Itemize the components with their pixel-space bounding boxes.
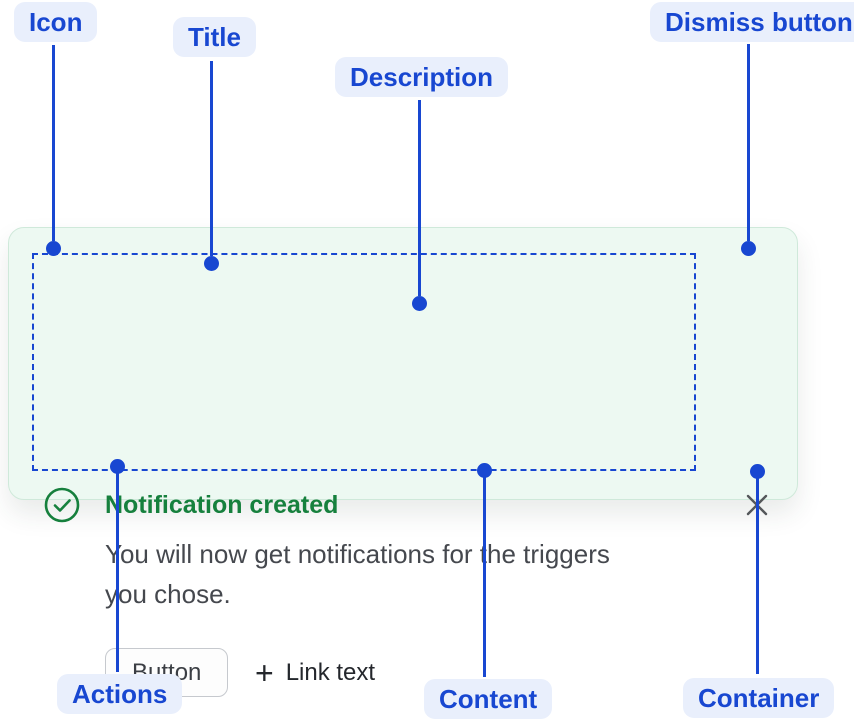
annotation-content: Content	[424, 679, 553, 719]
toast-container: Notification created You will now get no…	[8, 227, 798, 697]
toast-description-line1: You will now get notifications for the t…	[105, 539, 610, 569]
connector-dot-dismiss	[741, 241, 756, 256]
connector-line-icon	[52, 45, 55, 241]
annotation-icon: Icon	[14, 2, 98, 42]
connector-dot-description	[412, 296, 427, 311]
check-circle-icon	[44, 487, 80, 523]
connector-dot-icon	[46, 241, 61, 256]
annotation-dismiss: Dismiss button	[650, 2, 854, 42]
toast-title: Notification created	[105, 491, 339, 519]
connector-line-content	[483, 470, 486, 677]
connector-line-actions	[116, 467, 119, 672]
connector-line-container	[756, 471, 759, 674]
toast-description: You will now get notifications for the t…	[105, 534, 610, 614]
content-region-outline	[32, 253, 696, 471]
connector-line-description	[418, 100, 421, 296]
connector-dot-title	[204, 256, 219, 271]
annotation-description: Description	[335, 57, 509, 97]
connector-line-dismiss	[747, 44, 750, 241]
annotation-container: Container	[683, 678, 835, 718]
connector-dot-actions	[110, 459, 125, 474]
connector-line-title	[210, 61, 213, 256]
toast-action-link[interactable]: + Link text	[255, 656, 375, 690]
annotation-title: Title	[173, 17, 256, 57]
connector-dot-content	[477, 463, 492, 478]
toast-description-line2: you chose.	[105, 579, 231, 609]
plus-icon: +	[255, 655, 274, 691]
toast-link-label: Link text	[285, 659, 376, 686]
connector-dot-container	[750, 464, 765, 479]
annotation-actions: Actions	[57, 674, 183, 714]
